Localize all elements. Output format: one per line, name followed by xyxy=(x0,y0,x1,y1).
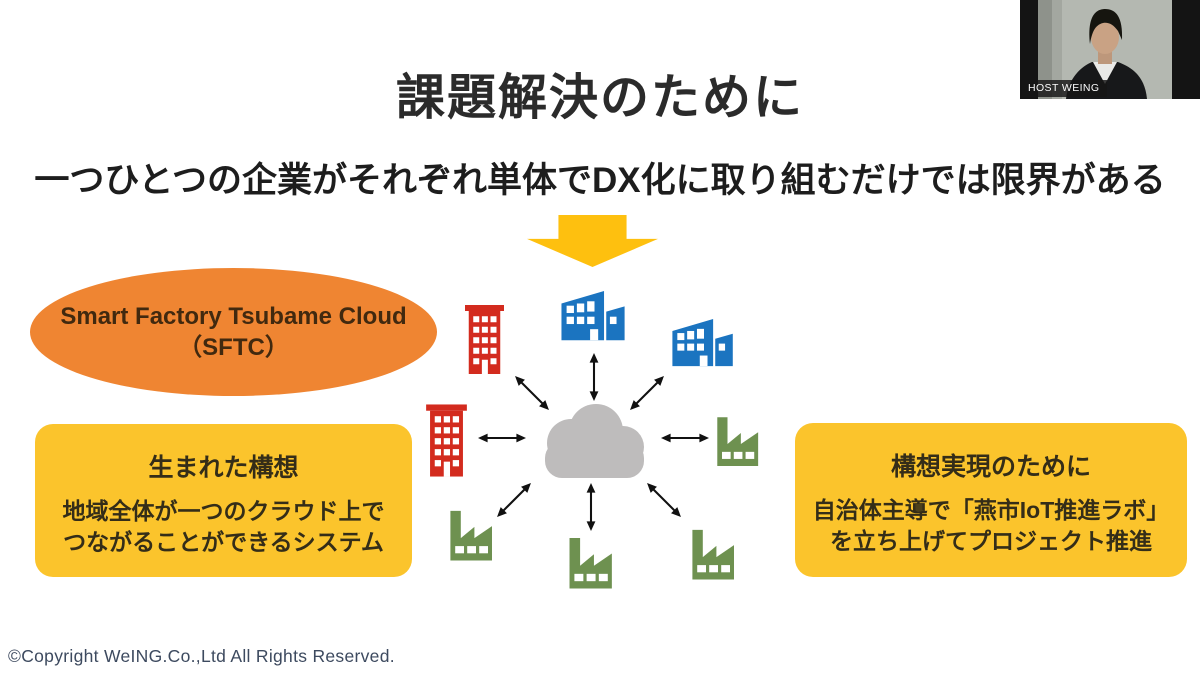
webcam-video xyxy=(1038,0,1172,99)
tower-building-red-icon xyxy=(462,304,507,375)
factory-green-icon xyxy=(686,523,742,580)
concept-box: 生まれた構想 地域全体が一つのクラウド上で つながることができるシステム xyxy=(35,424,412,577)
factory-green-icon xyxy=(563,531,620,589)
sftc-cloud-ellipse: Smart Factory Tsubame Cloud （SFTC） xyxy=(30,268,437,396)
bidirectional-arrow-icon xyxy=(478,432,526,444)
slide-title: 課題解決のために xyxy=(395,71,804,125)
bidirectional-arrow-icon xyxy=(643,479,685,521)
bidirectional-arrow-icon xyxy=(493,479,535,521)
bidirectional-arrow-icon xyxy=(661,432,709,444)
bidirectional-arrow-icon xyxy=(588,353,600,401)
realization-box: 構想実現のために 自治体主導で「燕市IoT推進ラボ」 を立ち上げてプロジェクト推… xyxy=(795,423,1187,577)
sftc-ellipse-line2: （SFTC） xyxy=(178,334,289,361)
office-building-blue-icon xyxy=(560,286,629,343)
tower-building-red-icon xyxy=(423,404,470,477)
concept-box-title: 生まれた構想 xyxy=(148,454,299,482)
bidirectional-arrow-icon xyxy=(511,372,553,414)
sftc-ellipse-line1: Smart Factory Tsubame Cloud xyxy=(60,303,407,330)
cloud-icon xyxy=(533,401,656,478)
realization-box-title: 構想実現のために xyxy=(890,453,1091,481)
concept-box-line1: 地域全体が一つのクラウド上で xyxy=(62,498,385,524)
presenter-image xyxy=(1038,0,1172,99)
participant-name-label: HOST WEING xyxy=(1022,80,1108,97)
video-thumbnail[interactable]: HOST WEING xyxy=(1020,0,1200,99)
realization-box-line1: 自治体主導で「燕市IoT推進ラボ」 xyxy=(812,497,1170,523)
slide-subtitle: 一つひとつの企業がそれぞれ単体でDX化に取り組むだけでは限界がある xyxy=(34,161,1166,200)
realization-box-line2: を立ち上げてプロジェクト推進 xyxy=(830,528,1152,554)
concept-box-line2: つながることができるシステム xyxy=(63,529,384,555)
down-arrow-icon xyxy=(527,215,658,267)
factory-green-icon xyxy=(444,504,500,561)
copyright-text: ©Copyright WeING.Co.,Ltd All Rights Rese… xyxy=(8,646,395,666)
factory-green-icon xyxy=(711,411,766,466)
bidirectional-arrow-icon xyxy=(585,483,597,531)
office-building-blue-icon xyxy=(671,314,737,369)
